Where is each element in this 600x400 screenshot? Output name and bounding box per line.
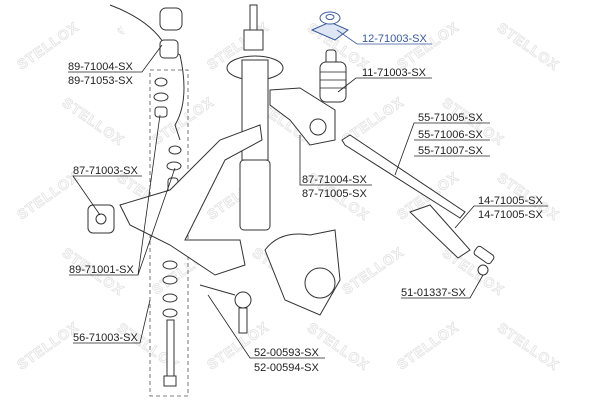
inner-tie-rod: [341, 134, 466, 219]
label-52-00594[interactable]: 52-00594-SX: [254, 362, 319, 374]
stabilizer-bushing: [159, 39, 179, 59]
stabilizer-bar: [109, 4, 185, 141]
lower-control-arm: [119, 124, 263, 276]
label-55-71005[interactable]: 55-71005-SX: [418, 112, 483, 124]
label-14-71005-a[interactable]: 14-71005-SX: [478, 195, 543, 207]
watermark-text: STELLOX: [495, 19, 563, 73]
label-12-71003[interactable]: 12-71003-SX: [362, 33, 427, 45]
watermark-text: STELLOX: [394, 318, 462, 372]
label-87-71003[interactable]: 87-71003-SX: [73, 165, 138, 177]
label-14-71005-b[interactable]: 14-71005-SX: [478, 209, 543, 221]
steering-boot: [409, 204, 471, 259]
label-52-00593[interactable]: 52-00593-SX: [254, 347, 319, 359]
watermark-text: STELLOX: [14, 168, 82, 222]
parts-illustration: [87, 4, 495, 397]
ball-joint: [199, 284, 252, 334]
leader-lines: [68, 29, 548, 359]
label-89-71001[interactable]: 89-71001-SX: [69, 264, 134, 276]
label-55-71006[interactable]: 55-71006-SX: [418, 129, 483, 141]
label-89-71004[interactable]: 89-71004-SX: [68, 61, 133, 73]
watermark-text: STELLOX: [394, 18, 462, 72]
top-mount: [310, 11, 349, 41]
watermark-text: STELLOX: [339, 243, 407, 297]
label-87-71004[interactable]: 87-71004-SX: [302, 174, 367, 186]
label-87-71005[interactable]: 87-71005-SX: [302, 188, 367, 200]
label-55-71007[interactable]: 55-71007-SX: [418, 145, 483, 157]
watermark-text: STELLOX: [495, 319, 563, 373]
bump-stop: [319, 49, 347, 103]
label-56-71003[interactable]: 56-71003-SX: [73, 332, 138, 344]
part-labels: 12-71003-SX 11-71003-SX 89-71004-SX 89-7…: [68, 33, 543, 374]
watermark-text: STELLOX: [60, 94, 128, 148]
label-51-01337[interactable]: 51-01337-SX: [401, 287, 466, 299]
label-89-71053[interactable]: 89-71053-SX: [68, 75, 133, 87]
label-11-71003[interactable]: 11-71003-SX: [362, 67, 427, 79]
stabilizer-bracket: [159, 7, 183, 31]
watermark-text: STELLOX: [14, 318, 82, 372]
